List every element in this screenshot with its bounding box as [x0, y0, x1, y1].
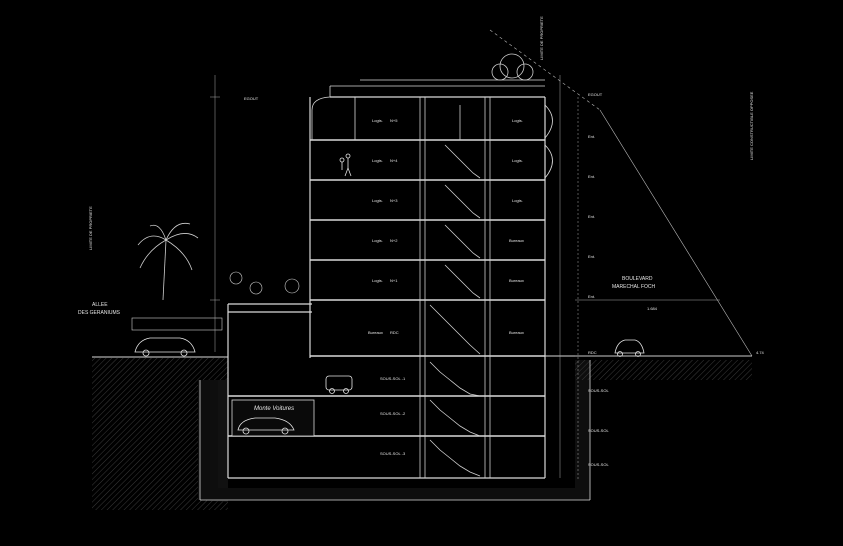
limite-constructible: LIMITE CONSTRUCTIBLE OPPOSEE — [749, 91, 754, 160]
allee-label: ALLEE — [92, 302, 108, 308]
level-tag: Ent. — [588, 214, 595, 219]
floor-label: Bureaux — [368, 330, 383, 335]
boulevard-label: BOULEVARD — [622, 276, 653, 282]
floor-label: Logts. — [372, 158, 383, 163]
level-tag: Ent. — [588, 134, 595, 139]
floor-label: Logts. — [372, 238, 383, 243]
palm-tree-icon — [137, 222, 199, 301]
car-icon — [134, 337, 196, 357]
boulevard-label-2: MARECHAL FOCH — [612, 284, 656, 290]
floor-label: Logts. — [512, 198, 523, 203]
boulevard-slope — [489, 29, 753, 357]
level-tag: Ent. — [588, 254, 595, 259]
ground — [92, 355, 752, 510]
ground-level: 4.74 — [756, 350, 765, 355]
floor-label: N+3 — [390, 198, 398, 203]
floor-label: Bureaux — [509, 278, 524, 283]
level-tag: SOUS-SOL — [588, 388, 609, 393]
limite-propriete-left: LIMITE DE PROPRIETE — [88, 206, 93, 250]
basement-label: SOUS-SOL -2 — [380, 411, 406, 416]
right-level-tags: Ent. Ent. Ent. Ent. Ent. RDC SOUS-SOL SO… — [588, 134, 609, 467]
floor-label: Bureaux — [509, 238, 524, 243]
width-dimension: 1.684 — [647, 306, 658, 311]
basement-label: SOUS-SOL -1 — [380, 376, 406, 381]
level-tag: SOUS-SOL — [588, 462, 609, 467]
floor-label: RDC — [390, 330, 399, 335]
plant-icon — [131, 271, 300, 331]
floor-label: Logts. — [372, 278, 383, 283]
egout-right-label: EGOUT — [588, 92, 603, 97]
floor-label: Logts. — [512, 118, 523, 123]
floor-label: N+4 — [390, 158, 398, 163]
level-tag: Ent. — [588, 174, 595, 179]
level-tag: SOUS-SOL — [588, 428, 609, 433]
basement-label: SOUS-SOL -3 — [380, 451, 406, 456]
tree-icon — [491, 53, 534, 81]
floor-label: Bureaux — [509, 330, 524, 335]
car-icon — [325, 375, 353, 394]
floor-label: Logts. — [512, 158, 523, 163]
egout-left-label: EGOUT — [244, 96, 259, 101]
right-balconies — [544, 104, 553, 179]
floor-slabs — [228, 139, 545, 437]
person-icon — [339, 153, 352, 177]
floor-label: Logts. — [372, 118, 383, 123]
level-tag: Ent. — [588, 294, 595, 299]
dimension-lines — [210, 75, 720, 480]
limite-propriete-top: LIMITE DE PROPRIETE — [539, 16, 544, 60]
stair-core — [419, 97, 491, 478]
car-icon — [614, 339, 645, 357]
floor-label: Logts. — [372, 198, 383, 203]
floor-label: N+5 — [390, 118, 398, 123]
floor-label: N+2 — [390, 238, 398, 243]
car-icon — [237, 417, 295, 435]
floor-labels: Logts. N+5 Logts. Logts. N+4 Logts. Logt… — [368, 118, 524, 456]
allee-label-2: DES GERANIUMS — [78, 310, 121, 316]
monte-voitures-label: Monte Voitures — [254, 406, 294, 412]
floor-label: N+1 — [390, 278, 398, 283]
level-tag: RDC — [588, 350, 597, 355]
roof-terrace — [311, 79, 545, 141]
